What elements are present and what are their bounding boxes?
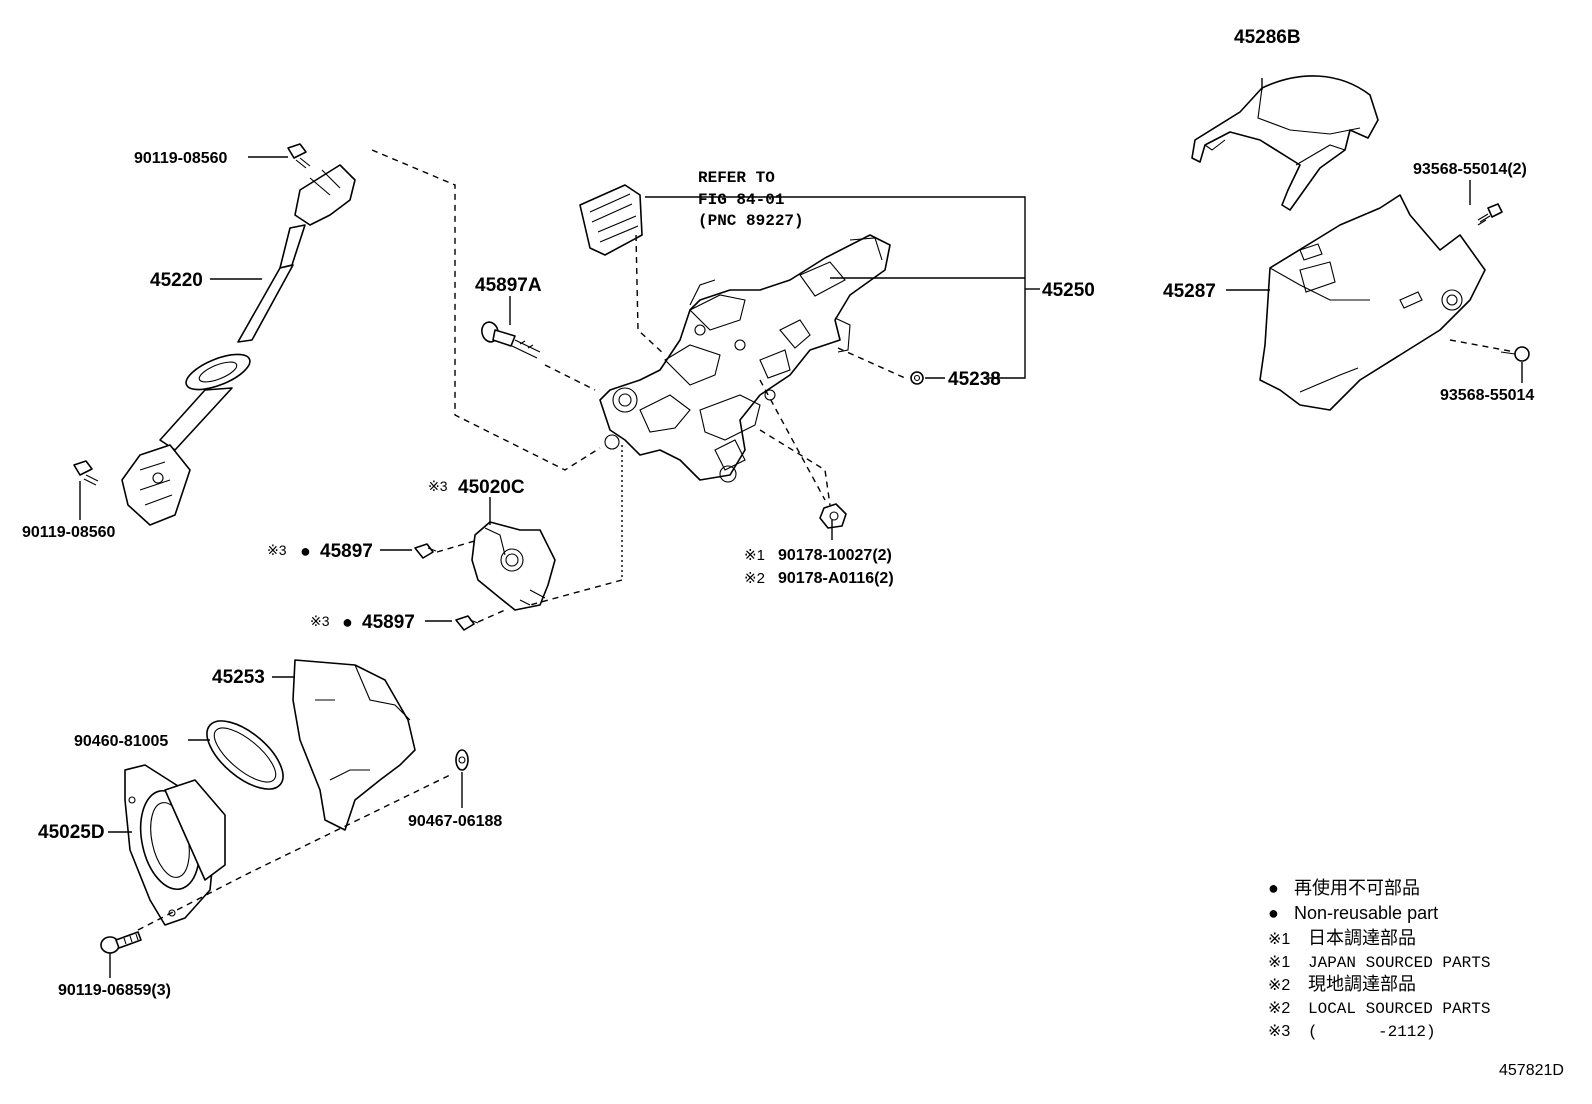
- intermediate-shaft-45220[interactable]: [121, 164, 356, 526]
- figure-id: 457821D: [1499, 1062, 1564, 1079]
- label-45253: 45253: [212, 667, 265, 688]
- legend-bullet-1: ●: [1268, 878, 1279, 898]
- legend: ● 再使用不可部品 ● Non-reusable part ※1 日本調達部品 …: [1268, 878, 1490, 1041]
- clip-90178[interactable]: [819, 503, 847, 529]
- bolt-45897-lower[interactable]: [455, 615, 479, 631]
- label-45897-2: 45897: [362, 612, 415, 633]
- screw-93568-upper[interactable]: [1477, 203, 1503, 226]
- label-45897-1: 45897: [320, 541, 373, 562]
- legend-range-end: -2112): [1378, 1023, 1436, 1041]
- legend-mark-3: ※3: [1268, 1023, 1290, 1040]
- label-93568-55014: 93568-55014: [1440, 387, 1534, 404]
- label-90467-06188: 90467-06188: [408, 813, 502, 830]
- upper-column-cover-45286b[interactable]: [1191, 75, 1379, 211]
- lower-column-cover-45287[interactable]: [1259, 194, 1486, 411]
- column-hole-cover-45253[interactable]: [292, 659, 416, 831]
- label-45897-1-mark: ※3: [267, 542, 287, 558]
- screw-93568-lower[interactable]: [1500, 346, 1530, 362]
- bolt-45897-upper[interactable]: [414, 543, 437, 559]
- label-90460-81005: 90460-81005: [74, 733, 168, 750]
- legend-local-sourced-en: LOCAL SOURCED PARTS: [1308, 1000, 1490, 1018]
- bolt-90119-08560-bottom[interactable]: [73, 460, 99, 486]
- bolt-45897a[interactable]: [480, 320, 541, 359]
- label-pnc-89227: (PNC 89227): [698, 212, 804, 230]
- label-45897-1-bullet: ●: [300, 541, 311, 561]
- steering-lock-45020c[interactable]: [471, 521, 556, 611]
- part-labels: 45286B 93568-55014(2) 45287 93568-55014 …: [22, 27, 1534, 999]
- legend-mark-1a: ※1: [1268, 931, 1290, 948]
- bolt-90119-06859[interactable]: [100, 931, 142, 954]
- label-45025d: 45025D: [38, 822, 105, 843]
- label-45286b: 45286B: [1234, 27, 1301, 48]
- label-90119-06859: 90119-06859(3): [58, 982, 171, 999]
- label-45250: 45250: [1042, 280, 1095, 301]
- legend-mark-1b: ※1: [1268, 954, 1290, 971]
- label-93568-55014-2: 93568-55014(2): [1413, 161, 1527, 178]
- label-90178-10027-mark: ※1: [744, 547, 765, 564]
- label-45220: 45220: [150, 270, 203, 291]
- clamp-90467-06188[interactable]: [455, 749, 469, 771]
- label-45238: 45238: [948, 369, 1001, 390]
- label-90178-10027: 90178-10027(2): [778, 547, 892, 564]
- nut-45238[interactable]: [910, 371, 924, 385]
- connector-reference-fig-84-01[interactable]: [579, 184, 643, 256]
- label-90119-08560-bottom: 90119-08560: [22, 524, 116, 541]
- bolt-90119-08560-top[interactable]: [287, 143, 311, 169]
- legend-range-open: (: [1308, 1023, 1318, 1041]
- gasket-90460-81005[interactable]: [196, 709, 295, 802]
- label-fig-84-01: FIG 84-01: [698, 191, 784, 209]
- steering-column-assembly-45250[interactable]: [599, 234, 891, 483]
- label-refer-to: REFER TO: [698, 169, 775, 187]
- boot-assembly-45025d[interactable]: [124, 764, 226, 926]
- legend-mark-2b: ※2: [1268, 1000, 1290, 1017]
- legend-mark-2a: ※2: [1268, 977, 1290, 994]
- label-45020c-mark: ※3: [428, 478, 448, 494]
- label-90178-a0116: 90178-A0116(2): [778, 570, 894, 587]
- legend-japan-sourced-en: JAPAN SOURCED PARTS: [1308, 954, 1490, 972]
- label-45020c: 45020C: [458, 477, 525, 498]
- label-45897a: 45897A: [475, 275, 542, 296]
- legend-local-sourced-jp: 現地調達部品: [1308, 974, 1416, 994]
- leader-lines: [79, 78, 1523, 978]
- legend-non-reusable-jp: 再使用不可部品: [1294, 878, 1420, 898]
- label-45897-2-mark: ※3: [310, 613, 330, 629]
- label-90119-08560-top: 90119-08560: [134, 150, 228, 167]
- label-45897-2-bullet: ●: [342, 612, 353, 632]
- legend-bullet-2: ●: [1268, 903, 1279, 923]
- legend-non-reusable-en: Non-reusable part: [1294, 903, 1438, 923]
- legend-japan-sourced-jp: 日本調達部品: [1308, 928, 1416, 948]
- label-45287: 45287: [1163, 281, 1216, 302]
- label-90178-a0116-mark: ※2: [744, 570, 765, 587]
